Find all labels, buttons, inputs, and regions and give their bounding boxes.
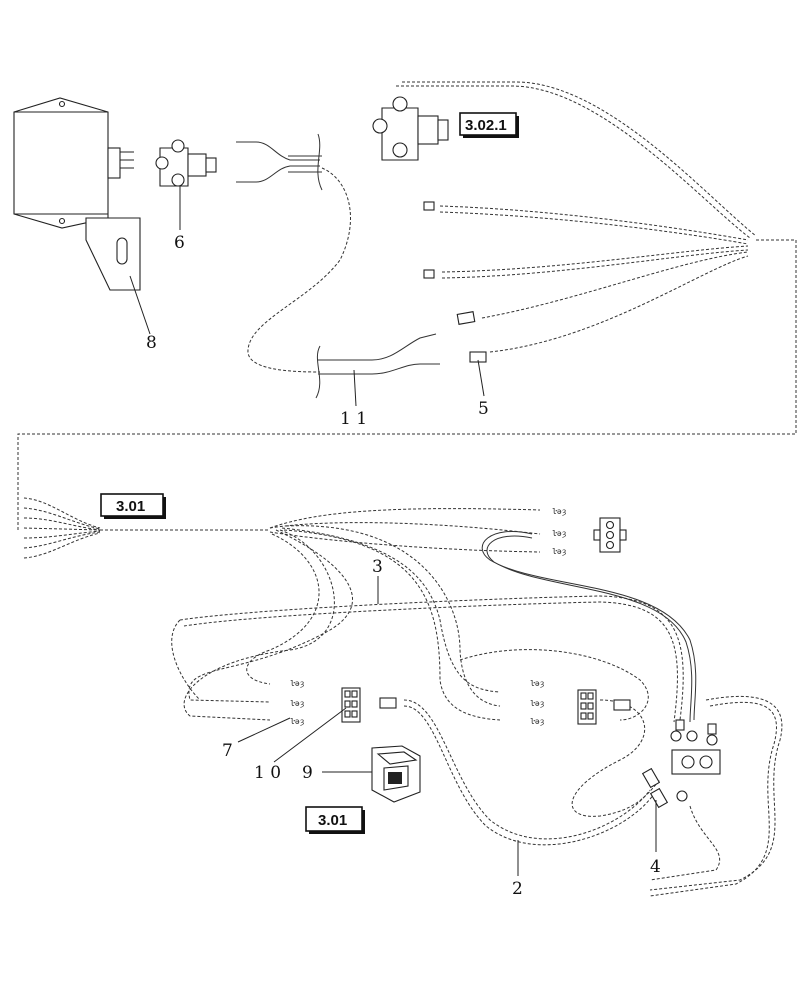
callout-4: 4 [650,857,661,877]
reference-box-3-01-bottom[interactable]: 3.01 [305,806,365,834]
reference-label-3-02-1: 3.02.1 [465,117,507,134]
callout-3: 3 [372,557,383,577]
small-terminals-upper [423,201,487,363]
svg-text:ŀǝȝ: ŀǝȝ [552,547,567,557]
connector-part-6 [155,139,217,187]
reference-label-3-01-middle: 3.01 [116,498,145,515]
harness-item-3 [171,595,684,723]
leader-11 [353,369,357,407]
callout-8: 8 [146,333,157,353]
svg-text:ŀǝȝ: ŀǝȝ [290,679,305,689]
svg-text:ŀǝȝ: ŀǝȝ [552,507,567,517]
solid-cable [481,531,697,723]
leader-7 [237,717,291,743]
svg-text:ŀǝȝ: ŀǝȝ [290,699,305,709]
reference-label-3-01-bottom: 3.01 [318,812,347,829]
multi-pin-connector-10 [341,687,397,723]
reference-box-3-02-1[interactable]: 3.02.1 [459,112,519,138]
callout-6: 6 [174,233,185,253]
fuse-holder-4 [641,767,688,809]
leader-10 [273,707,347,763]
relay-base-connector [670,719,721,775]
reference-box-3-01-middle[interactable]: 3.01 [100,493,166,519]
svg-text:ŀǝȝ: ŀǝȝ [530,679,545,689]
relay-connector-3-02-1 [372,96,449,161]
callout-11: 1 1 [340,409,367,429]
harness-upper-bundle [17,81,797,530]
rocker-switch-9 [371,745,421,803]
wire-pair-lower [315,333,440,399]
svg-text:ŀǝȝ: ŀǝȝ [530,699,545,709]
connector-block-upper-right [593,517,627,553]
multi-pin-connector-mid [577,689,631,725]
callout-9: 9 [302,763,313,783]
callout-5: 5 [478,399,489,419]
callout-10: 1 0 [254,763,281,783]
svg-text:ŀǝȝ: ŀǝȝ [530,717,545,727]
wire-pair-upper [236,133,351,373]
svg-text:ŀǝȝ: ŀǝȝ [290,717,305,727]
harness-item-2 [403,649,783,897]
leader-8 [129,275,151,335]
callout-2: 2 [512,879,523,899]
leader-5 [477,359,485,397]
terminal-connectors-left: ŀǝȝ ŀǝȝ ŀǝȝ ŀǝȝ ŀǝȝ ŀǝȝ ŀǝȝ ŀǝȝ ŀǝȝ [290,507,567,727]
svg-text:ŀǝȝ: ŀǝȝ [552,529,567,539]
control-box [13,97,141,291]
main-harness-bundle [23,497,541,721]
callout-7: 7 [222,741,233,761]
